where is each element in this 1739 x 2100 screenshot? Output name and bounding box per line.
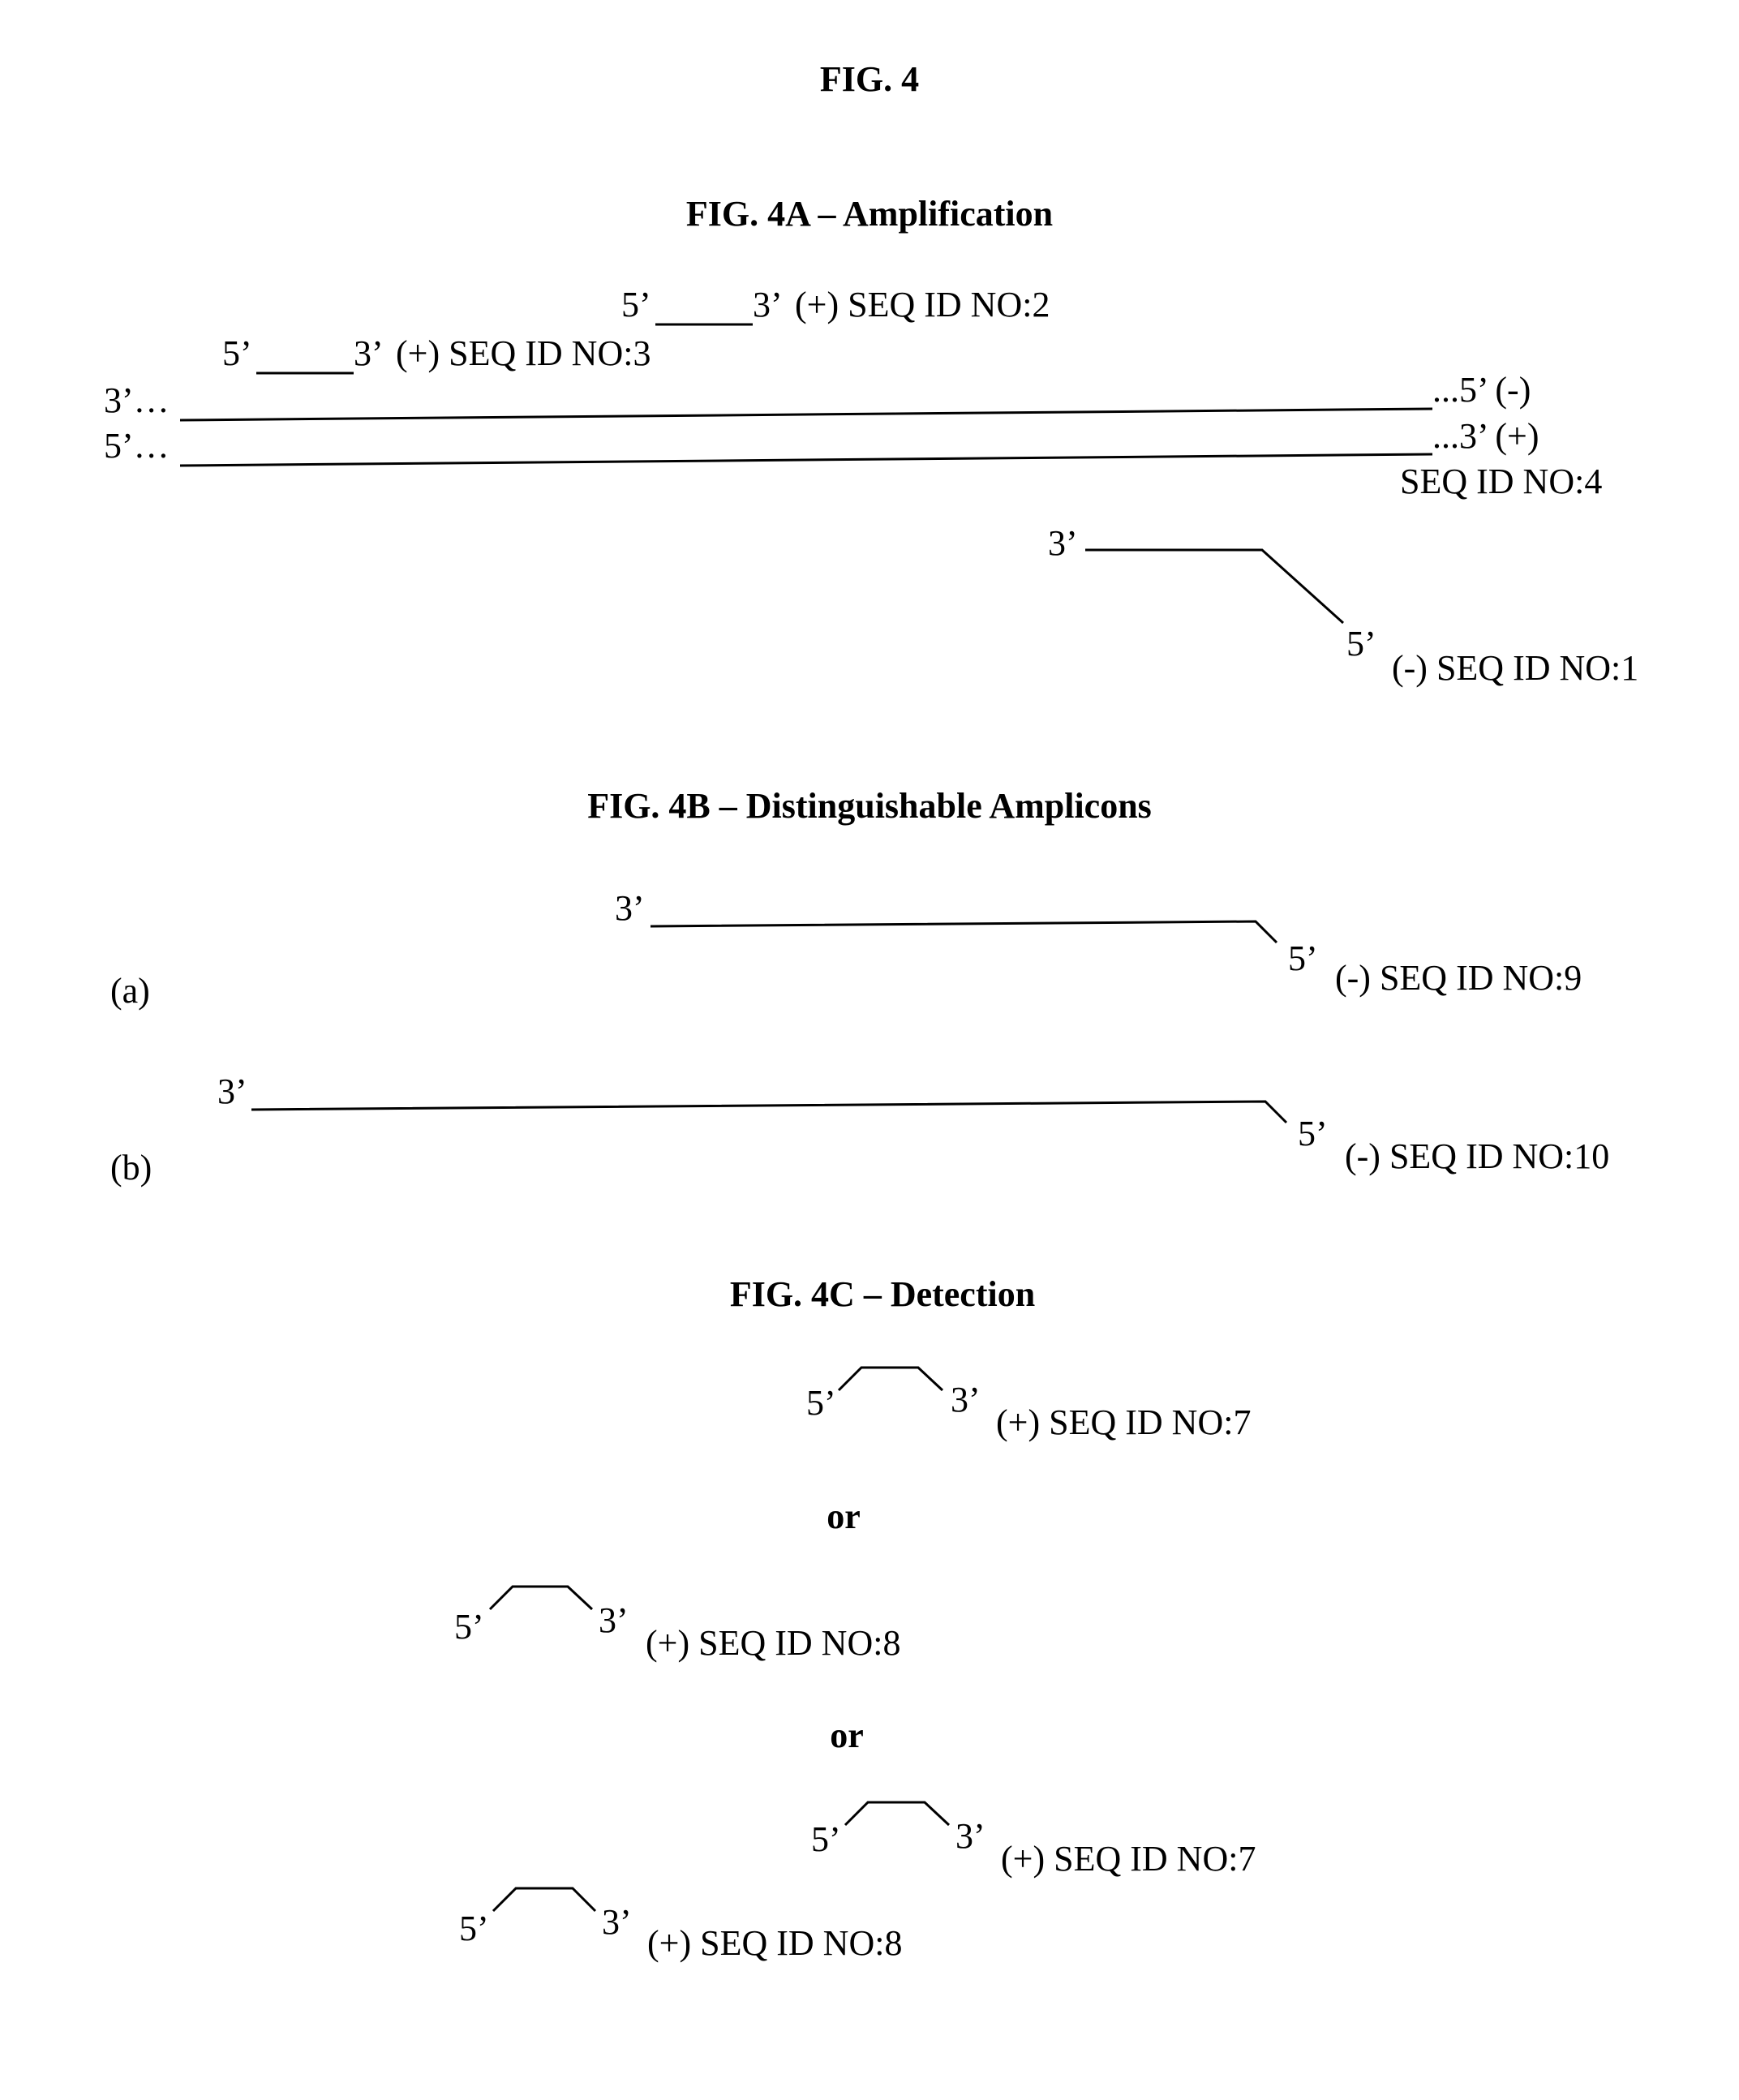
probe-1-strand bbox=[1085, 550, 1343, 623]
amplicon-b-label: (-) SEQ ID NO:10 bbox=[1345, 1136, 1609, 1176]
primer-2-three-prime: 3’ bbox=[753, 285, 783, 324]
pair-probe-7-strand bbox=[845, 1802, 949, 1825]
amplicon-b-three-prime: 3’ bbox=[217, 1071, 247, 1111]
pair-probe-8-strand bbox=[493, 1888, 595, 1911]
probe-8-strand bbox=[490, 1587, 592, 1609]
amplicon-a-three-prime: 3’ bbox=[615, 888, 645, 928]
template-minus-strand: 3’… ...5’ (-) bbox=[104, 370, 1531, 420]
amplicon-a-marker: (a) bbox=[110, 971, 150, 1011]
probe-7-label: (+) SEQ ID NO:7 bbox=[996, 1402, 1251, 1442]
primer-3-five-prime: 5’ bbox=[222, 333, 252, 373]
detection-probe-pair-seq-id-7: 5’ 3’ (+) SEQ ID NO:7 bbox=[811, 1802, 1256, 1879]
probe-8-label: (+) SEQ ID NO:8 bbox=[646, 1623, 900, 1663]
primer-seq-id-2: 5’ 3’ (+) SEQ ID NO:2 bbox=[621, 285, 1050, 324]
or-separator-1: or bbox=[827, 1497, 861, 1536]
panel-b-title: FIG. 4B – Distinguishable Amplicons bbox=[587, 786, 1152, 826]
primer-2-five-prime: 5’ bbox=[621, 285, 651, 324]
detection-probe-pair: 5’ 3’ (+) SEQ ID NO:7 5’ 3’ (+) SEQ ID N… bbox=[459, 1802, 1256, 1963]
amplicon-b: (b) 3’ 5’ (-) SEQ ID NO:10 bbox=[110, 1071, 1609, 1187]
template-plus-line bbox=[180, 454, 1432, 466]
panel-c-title: FIG. 4C – Detection bbox=[730, 1274, 1035, 1314]
pair-probe-8-five-prime: 5’ bbox=[459, 1909, 489, 1948]
or-separator-2: or bbox=[830, 1716, 864, 1755]
figure-title: FIG. 4 bbox=[820, 59, 919, 99]
amplicon-a-five-prime: 5’ bbox=[1288, 938, 1318, 978]
template-seq-id-4-label: SEQ ID NO:4 bbox=[1400, 462, 1602, 501]
detection-probe-seq-id-8: 5’ 3’ (+) SEQ ID NO:8 bbox=[454, 1587, 900, 1663]
primer-2-label: (+) SEQ ID NO:2 bbox=[795, 285, 1050, 324]
probe-1-three-prime: 3’ bbox=[1048, 523, 1078, 563]
amplicon-b-five-prime: 5’ bbox=[1298, 1114, 1328, 1153]
pair-probe-8-three-prime: 3’ bbox=[602, 1902, 632, 1942]
probe-7-three-prime: 3’ bbox=[951, 1380, 981, 1419]
template-minus-line bbox=[180, 409, 1432, 420]
probe-8-three-prime: 3’ bbox=[599, 1600, 629, 1640]
amplicon-b-marker: (b) bbox=[110, 1148, 152, 1187]
amplicon-a-label: (-) SEQ ID NO:9 bbox=[1335, 958, 1582, 998]
template-plus-left-end: 5’… bbox=[104, 426, 170, 466]
pair-probe-7-five-prime: 5’ bbox=[811, 1819, 841, 1859]
primer-seq-id-3: 5’ 3’ (+) SEQ ID NO:3 bbox=[222, 333, 651, 373]
primer-3-three-prime: 3’ bbox=[354, 333, 384, 373]
template-minus-left-end: 3’… bbox=[104, 380, 170, 420]
probe-1-five-prime: 5’ bbox=[1346, 624, 1376, 663]
amplicon-a: (a) 3’ 5’ (-) SEQ ID NO:9 bbox=[110, 888, 1582, 1011]
detection-probe-pair-seq-id-8: 5’ 3’ (+) SEQ ID NO:8 bbox=[459, 1888, 902, 1963]
probe-seq-id-1: 3’ 5’ (-) SEQ ID NO:1 bbox=[1048, 523, 1638, 688]
template-minus-right-end: ...5’ (-) bbox=[1432, 370, 1531, 410]
probe-8-five-prime: 5’ bbox=[454, 1607, 484, 1647]
template-plus-right-end: ...3’ (+) bbox=[1432, 416, 1539, 456]
template-plus-strand: 5’… ...3’ (+) bbox=[104, 416, 1539, 466]
probe-7-five-prime: 5’ bbox=[806, 1383, 836, 1423]
pair-probe-7-label: (+) SEQ ID NO:7 bbox=[1001, 1839, 1256, 1879]
primer-3-label: (+) SEQ ID NO:3 bbox=[396, 333, 651, 373]
pair-probe-7-three-prime: 3’ bbox=[955, 1816, 985, 1856]
amplicon-b-strand bbox=[251, 1102, 1286, 1123]
probe-1-label: (-) SEQ ID NO:1 bbox=[1392, 648, 1638, 688]
panel-a-title: FIG. 4A – Amplification bbox=[686, 194, 1053, 234]
probe-7-strand bbox=[839, 1368, 942, 1390]
pair-probe-8-label: (+) SEQ ID NO:8 bbox=[647, 1923, 902, 1963]
amplicon-a-strand bbox=[651, 921, 1277, 943]
detection-probe-seq-id-7: 5’ 3’ (+) SEQ ID NO:7 bbox=[806, 1368, 1251, 1442]
